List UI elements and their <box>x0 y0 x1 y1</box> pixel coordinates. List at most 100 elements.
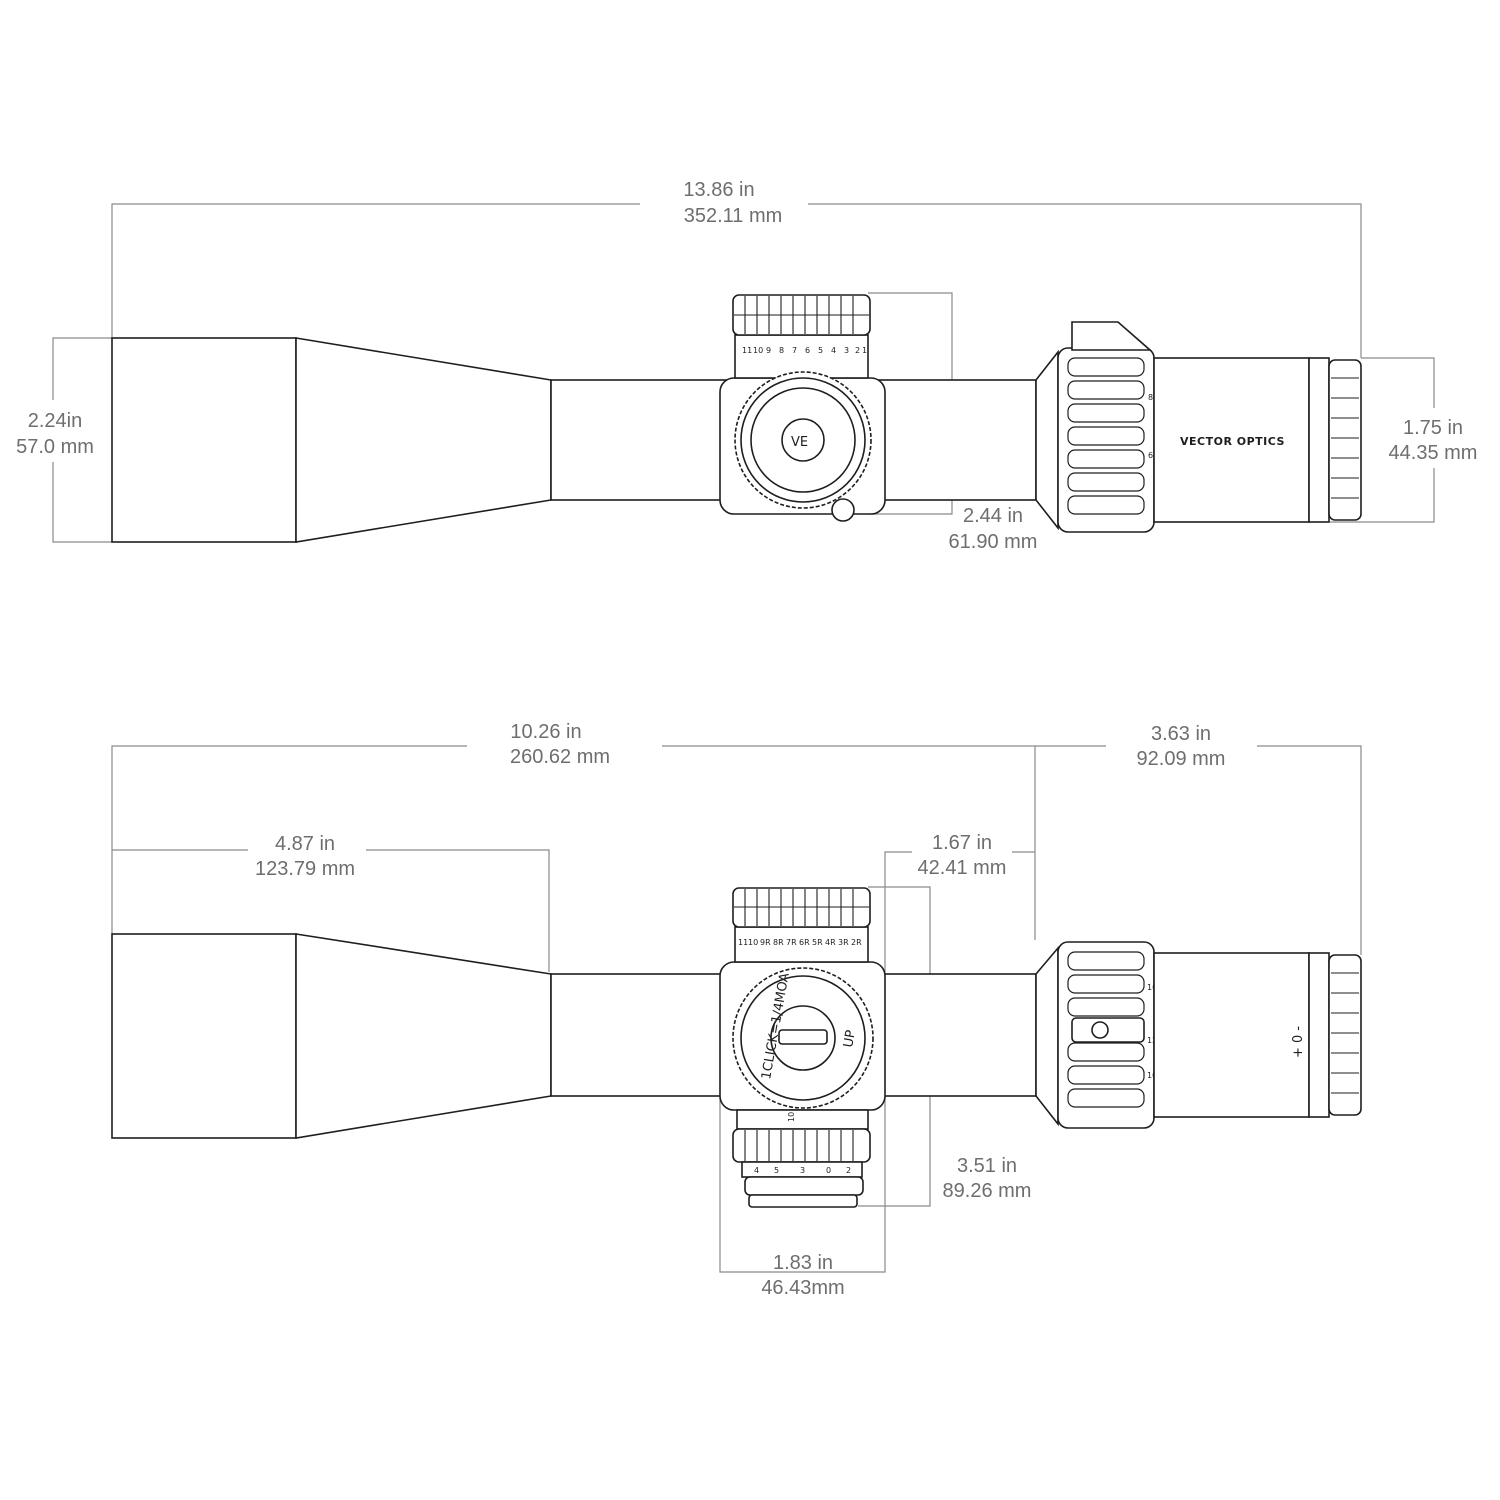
power-ring-taper <box>1035 349 1059 531</box>
eyepiece-length-in: 3.63 in <box>1151 723 1211 745</box>
top-mag-16: 16 <box>1147 983 1157 992</box>
side-mag-8: 8 <box>1148 393 1153 402</box>
scope-top-body: 11 10 9R 8R 7R 6R 5R 4R 3R 2R 1CLICK=1/4… <box>111 887 1362 1208</box>
illumination-cap <box>748 1194 858 1208</box>
top-mag-10: 10 <box>1147 1071 1157 1080</box>
saddle-width-in: 1.83 in <box>773 1252 833 1274</box>
top-diopter-ring <box>1328 954 1362 1116</box>
side-scale-10: 1 <box>862 346 867 355</box>
windage-scale-2: 9R <box>760 938 771 947</box>
side-scale-7: 4 <box>831 346 836 355</box>
bell-length-mm: 123.79 mm <box>255 858 355 880</box>
objective-bell <box>111 337 297 543</box>
windage-scale-8: 3R <box>838 938 849 947</box>
overall-length-mm: 352.11 mm <box>684 205 783 227</box>
windage-scale-6: 5R <box>812 938 823 947</box>
windage-scale-3: 8R <box>773 938 784 947</box>
overall-length-in: 13.86 in <box>683 179 754 201</box>
side-mag-6: 6 <box>1148 451 1153 460</box>
brand-label: VECTOR OPTICS <box>1180 435 1285 448</box>
windage-scale-0: 11 <box>738 938 748 947</box>
elevation-knob-ribs <box>734 296 869 334</box>
up-label: UP <box>841 1029 859 1049</box>
eyepiece-housing <box>1153 357 1310 523</box>
turret-width-in: 3.51 in <box>957 1155 1017 1177</box>
side-scale-4: 7 <box>792 346 797 355</box>
coin-slot <box>778 1029 828 1045</box>
front-length-mm: 260.62 mm <box>510 746 610 768</box>
eyepiece-diameter-mm: 44.35 mm <box>1389 442 1478 464</box>
side-scale-5: 6 <box>805 346 810 355</box>
lever-screw <box>1091 1021 1109 1039</box>
lower-scale-2: 3 <box>800 1166 805 1175</box>
side-scale-0: 11 <box>742 346 752 355</box>
eyepiece-diameter-dimension: 1.75 in 44.35 mm <box>1330 357 1478 523</box>
power-ring-ribs <box>1067 357 1145 515</box>
elevation-scale-numbers: 11 10 9 8 7 6 5 4 3 2 1 <box>742 346 867 355</box>
eyepiece-collar <box>1308 357 1330 523</box>
turret-to-ocular-dimension: 1.67 in 42.41 mm <box>884 832 1035 972</box>
side-view: 13.86 in 352.11 mm 2.24in 57.0 mm 2.44 i… <box>16 179 1477 553</box>
turret-height-dimension: 2.44 in 61.90 mm <box>868 292 1038 553</box>
front-to-power-ring-dimension: 10.26 in 260.62 mm <box>111 721 1036 940</box>
illumination-knob <box>744 1176 864 1196</box>
objective-taper <box>295 337 552 543</box>
lower-knob-ribs <box>744 1130 854 1161</box>
windage-knob-ribs <box>734 889 869 926</box>
eyepiece-diameter-in: 1.75 in <box>1403 417 1463 439</box>
top-power-ring-ribs <box>1067 951 1145 1108</box>
parallax-collar <box>736 1109 869 1130</box>
overall-length-dimension: 13.86 in 352.11 mm <box>111 179 1362 358</box>
top-eyepiece-collar <box>1308 952 1330 1118</box>
saddle-width-dimension: 1.83 in 46.43mm <box>719 1095 886 1299</box>
diopter-label: + 0 - <box>1291 1026 1306 1058</box>
side-scale-8: 3 <box>844 346 849 355</box>
illumination-button <box>831 498 855 522</box>
turret-height-in: 2.44 in <box>963 505 1023 527</box>
windage-scale-9: 2R <box>851 938 862 947</box>
objective-diameter-dimension: 2.24in 57.0 mm <box>16 337 112 543</box>
top-power-ring-taper <box>1035 945 1059 1127</box>
front-length-in: 10.26 in <box>510 721 581 743</box>
parallax-mark: 10 <box>787 1112 796 1122</box>
windage-scale-7: 4R <box>825 938 836 947</box>
bell-length-in: 4.87 in <box>275 833 335 855</box>
windage-scale-5: 6R <box>799 938 810 947</box>
objective-diameter-in: 2.24in <box>28 410 83 432</box>
turret-width-mm: 89.26 mm <box>943 1180 1032 1202</box>
turret-ocular-in: 1.67 in <box>932 832 992 854</box>
top-objective-taper <box>295 933 552 1139</box>
logo-mark-icon: VE <box>791 435 808 450</box>
throw-lever <box>1071 321 1153 351</box>
logo-badge <box>781 418 825 462</box>
lower-scale-3: 0 <box>826 1166 831 1175</box>
windage-scale-1: 10 <box>748 938 758 947</box>
illumination-scale-numbers: 4 5 3 0 2 <box>754 1166 851 1175</box>
lower-scale-4: 2 <box>846 1166 851 1175</box>
side-scale-3: 8 <box>779 346 784 355</box>
side-scale-2: 9 <box>766 346 771 355</box>
objective-bell-length-dimension: 4.87 in 123.79 mm <box>112 833 550 972</box>
windage-scale-numbers: 11 10 9R 8R 7R 6R 5R 4R 3R 2R <box>738 938 862 947</box>
scope-side-body: 11 10 9 8 7 6 5 4 3 2 1 VE <box>111 294 1362 543</box>
objective-diameter-mm: 57.0 mm <box>16 436 94 458</box>
side-scale-6: 5 <box>818 346 823 355</box>
top-eyepiece-housing <box>1153 952 1310 1118</box>
top-diopter-ribs <box>1331 972 1359 1094</box>
diopter-ribs <box>1331 377 1359 499</box>
top-mag-12: 12 <box>1147 1036 1157 1045</box>
top-view: 10.26 in 260.62 mm 3.63 in 92.09 mm 4.87… <box>111 721 1362 1299</box>
eyepiece-length-dimension: 3.63 in 92.09 mm <box>1035 723 1362 955</box>
lower-knob-cap <box>732 1128 871 1163</box>
side-scale-9: 2 <box>855 346 860 355</box>
eyepiece-length-mm: 92.09 mm <box>1137 748 1226 770</box>
top-objective-bell <box>111 933 297 1139</box>
lower-scale-1: 5 <box>774 1166 779 1175</box>
windage-scale-4: 7R <box>786 938 797 947</box>
turret-height-mm: 61.90 mm <box>949 531 1038 553</box>
diopter-ring <box>1328 359 1362 521</box>
saddle-width-mm: 46.43mm <box>761 1277 844 1299</box>
turret-ocular-mm: 42.41 mm <box>918 857 1007 879</box>
lower-scale-0: 4 <box>754 1166 759 1175</box>
